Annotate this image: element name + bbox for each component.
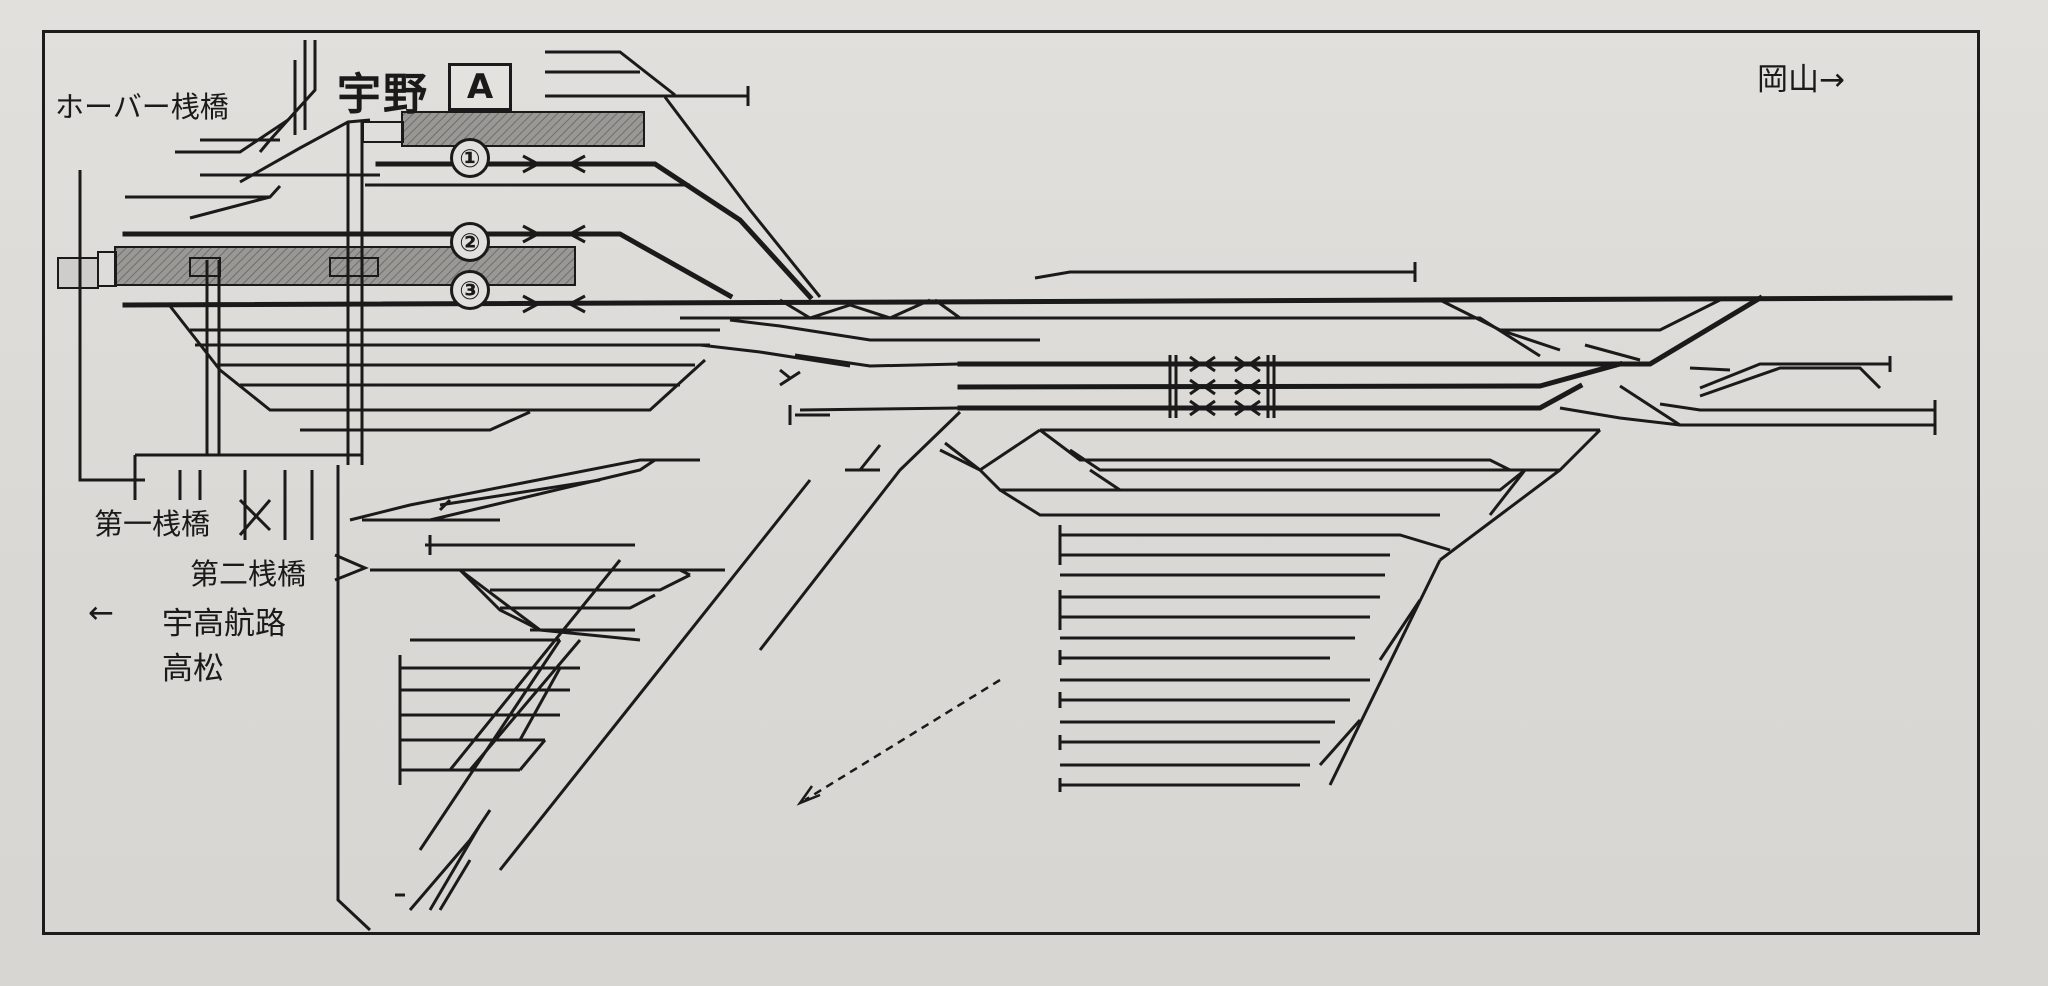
platform-1-marker: ① [450,138,490,178]
dashed-arrow [796,678,1001,806]
platform-upper [401,111,645,147]
left-yard [168,262,1541,432]
hover-bridge-label: ホーバー桟橋 [55,90,229,124]
signals [522,154,1276,418]
lower-right-yard [498,410,1451,871]
platform-2-marker: ② [450,222,490,262]
platform-3-marker: ③ [450,270,490,310]
right-tracks [1499,328,1937,435]
station-code-box: A [448,63,512,111]
station-name: 宇野 [337,69,429,120]
crossovers [779,298,1731,372]
station-code: A [466,67,494,107]
platform-lower [114,246,576,286]
bridge-structures [78,122,372,932]
ferry-route-label: 宇高航路 [162,606,286,642]
takamatsu-label: 高松 [162,651,224,687]
platforms [57,111,645,289]
diagram-frame [42,30,1980,935]
okayama-label: 岡山→ [1757,54,1845,99]
okayama-text: 岡山 [1757,62,1819,98]
station-tracks [125,40,822,298]
bridge-1-label: 第一桟橋 [94,507,211,541]
middle-yard [788,405,1602,562]
lower-left-yard [349,458,725,911]
bridge-2-label: 第二桟橋 [190,557,307,591]
main-tracks [122,161,1953,411]
right-arrow-icon: → [1819,62,1845,98]
left-arrow-icon: ← [88,595,114,631]
hover-terminal [57,257,99,289]
